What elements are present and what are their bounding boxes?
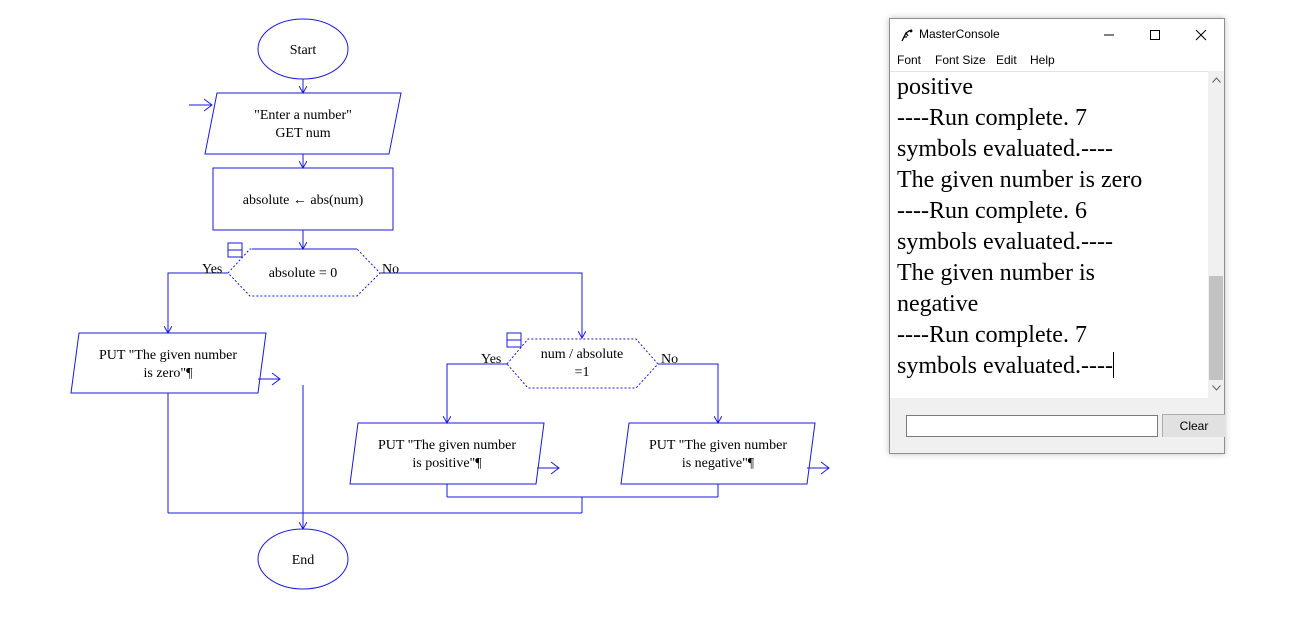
output-zero-line2: is zero"¶: [144, 366, 194, 381]
console-last-line: symbols evaluated.----: [897, 351, 1207, 382]
maximize-button[interactable]: [1132, 19, 1178, 51]
decision-num-absolute[interactable]: [506, 338, 659, 389]
menu-font-size[interactable]: Font Size: [935, 53, 986, 67]
maximize-icon: [1150, 30, 1160, 40]
input-parallelogram[interactable]: [204, 92, 402, 155]
console-output[interactable]: positive ----Run complete. 7 symbols eva…: [890, 71, 1208, 398]
console-line: symbols evaluated.----: [897, 229, 1113, 255]
console-line: ----Run complete. 7: [897, 105, 1087, 131]
text-caret: [1112, 352, 1114, 378]
output-positive-line1: PUT "The given number: [378, 438, 516, 453]
close-icon: [1195, 29, 1207, 41]
minimize-button[interactable]: [1086, 19, 1132, 51]
console-line: The given number is zero: [897, 167, 1143, 193]
decision1-no-label: No: [382, 262, 399, 277]
raptor-icon: [901, 29, 913, 42]
end-terminal[interactable]: [257, 528, 349, 590]
end-label: End: [292, 553, 315, 568]
vertical-scrollbar[interactable]: [1208, 71, 1224, 397]
menu-bar: Font Font Size Edit Help: [890, 51, 1224, 71]
input-label-line2: GET num: [275, 126, 330, 141]
decision1-label: absolute = 0: [269, 266, 338, 281]
console-line: positive: [897, 74, 973, 100]
close-button[interactable]: [1178, 19, 1224, 51]
window-title: MasterConsole: [919, 27, 1000, 41]
console-line: symbols evaluated.----: [897, 353, 1113, 379]
flowchart-canvas: Start "Enter a number" GET num absolute …: [70, 18, 830, 590]
minimize-icon: [1104, 34, 1114, 36]
decision2-yes-label: Yes: [481, 352, 501, 367]
console-line: negative: [897, 291, 979, 317]
decision-absolute-zero[interactable]: [227, 248, 381, 297]
start-terminal[interactable]: [257, 18, 349, 80]
output-negative-parallelogram[interactable]: [620, 422, 816, 485]
output-negative-line1: PUT "The given number: [649, 438, 787, 453]
output-zero-line1: PUT "The given number: [99, 348, 237, 363]
title-bar[interactable]: MasterConsole: [890, 19, 1224, 51]
console-line: symbols evaluated.----: [897, 136, 1113, 162]
assignment-box[interactable]: [212, 167, 394, 231]
menu-font[interactable]: Font: [897, 53, 922, 67]
decision2-label-line1: num / absolute: [541, 347, 623, 362]
menu-edit[interactable]: Edit: [996, 53, 1017, 67]
console-input-field[interactable]: [906, 415, 1158, 437]
side-arrows: [189, 98, 830, 475]
console-line: ----Run complete. 6: [897, 198, 1087, 224]
start-label: Start: [290, 43, 317, 58]
decision1-yes-label: Yes: [202, 262, 222, 277]
scroll-thumb[interactable]: [1209, 276, 1223, 380]
scroll-up-arrow-icon[interactable]: [1212, 77, 1221, 83]
menu-help[interactable]: Help: [1030, 53, 1055, 67]
output-zero-parallelogram[interactable]: [70, 332, 267, 394]
scroll-down-arrow-icon[interactable]: [1212, 385, 1221, 391]
console-line: ----Run complete. 7: [897, 322, 1087, 348]
output-positive-line2: is positive"¶: [412, 456, 482, 471]
console-line: The given number is: [897, 260, 1095, 286]
decision2-label-line2: =1: [575, 365, 590, 380]
connector-lines: [168, 79, 718, 529]
output-negative-line2: is negative"¶: [682, 456, 755, 471]
clear-button[interactable]: Clear: [1162, 414, 1225, 437]
masterconsole-window: MasterConsole Font Font Size Edit Help p…: [889, 18, 1225, 454]
decision2-no-label: No: [661, 352, 678, 367]
output-positive-parallelogram[interactable]: [349, 422, 545, 485]
collapse-toggle-icon[interactable]: [227, 242, 243, 258]
collapse-toggle-icon[interactable]: [506, 332, 522, 348]
assign-label: absolute ← abs(num): [243, 193, 364, 208]
input-label-line1: "Enter a number": [254, 108, 352, 123]
